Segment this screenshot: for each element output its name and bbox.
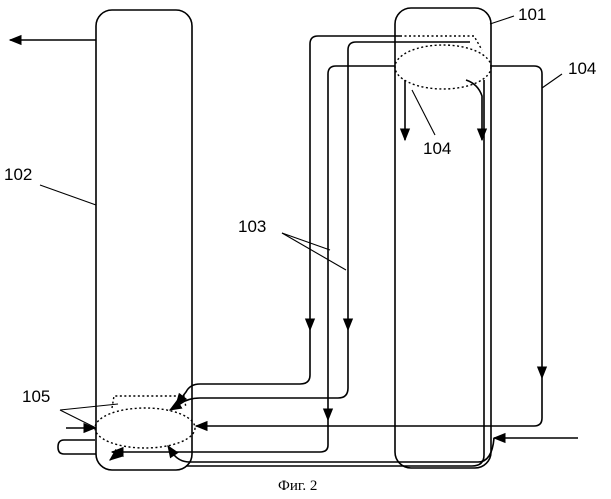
pipe-103-outer: [310, 36, 400, 330]
pipe-return-lowest: [186, 80, 484, 466]
leader-105-a: [60, 404, 118, 410]
pipe-103-return-a: [176, 330, 310, 405]
label-104-inner: 104: [423, 139, 451, 158]
pipe-left-down: [328, 66, 395, 420]
leader-104-b: [542, 74, 562, 88]
vessel-102: [96, 10, 192, 470]
bottom-dotted-ellipse: [95, 408, 195, 448]
label-103: 103: [238, 217, 266, 236]
left-inlet-nozzle: [58, 440, 96, 454]
leader-104-a: [412, 90, 435, 135]
inner-return-arrow: [110, 452, 120, 460]
pipe-return-lower: [168, 438, 494, 462]
leader-105-b: [60, 410, 96, 428]
pipe-103-return-b: [170, 330, 348, 410]
pipe-bottom-loop: [112, 420, 328, 452]
figure-caption: Фиг. 2: [278, 478, 317, 494]
label-102: 102: [4, 165, 32, 184]
label-105: 105: [22, 387, 50, 406]
leader-101: [490, 16, 514, 24]
label-101: 101: [518, 5, 546, 24]
pipe-104-external-bottom: [196, 378, 542, 426]
top-dotted-trapezoid: [400, 36, 482, 50]
pipe-103-inner: [348, 42, 470, 330]
label-104-outer: 104: [568, 59, 596, 78]
pipe-104-external: [491, 66, 542, 378]
leader-103-b: [282, 233, 346, 270]
top-dotted-ellipse: [395, 45, 491, 89]
pipe-104-right: [466, 80, 482, 140]
leader-102: [40, 185, 96, 205]
vessel-101: [395, 8, 491, 468]
